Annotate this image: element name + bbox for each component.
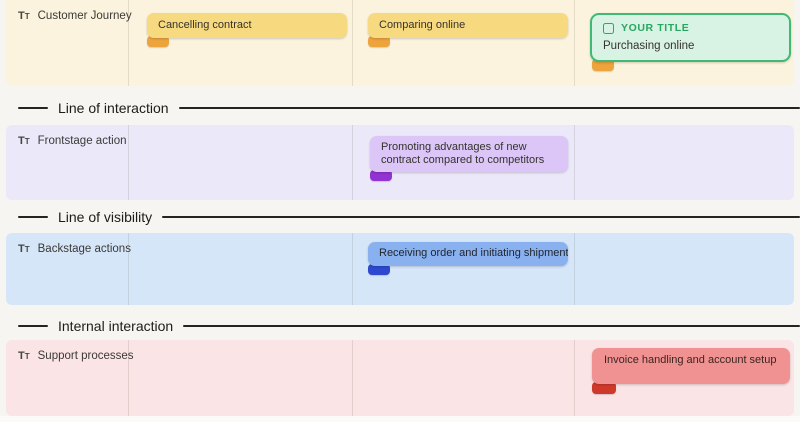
note-tab [368,264,390,275]
column-divider [574,233,575,305]
column-divider [352,0,353,86]
row-title: Backstage actions [37,243,131,255]
note-tab [592,382,616,394]
separator-line-of-interaction: Line of interaction [18,100,800,116]
sticky-note-promoting-advantages[interactable]: Promoting advantages of new contract com… [370,136,568,172]
separator-internal-interaction: Internal interaction [18,318,800,334]
note-body-text: Purchasing online [603,40,695,52]
note-tab [147,36,169,47]
separator-stub-line [18,107,48,109]
separator-label: Line of interaction [58,100,169,116]
note-title-placeholder[interactable]: YOUR TITLE [621,22,690,34]
column-divider [128,125,129,200]
column-divider [352,340,353,416]
separator-line-of-visibility: Line of visibility [18,209,800,225]
row-title: Support processes [37,350,134,362]
checkbox-icon[interactable] [603,23,614,34]
separator-label: Internal interaction [58,318,174,334]
row-title: Customer Journey [37,10,132,22]
column-divider [128,0,129,86]
separator-stub-line [18,325,48,327]
separator-label: Line of visibility [58,209,153,225]
column-divider [574,125,575,200]
row-title: Frontstage action [37,135,127,147]
separator-long-line [162,216,800,218]
sticky-note-receiving-order[interactable]: Receiving order and initiating shipment [368,242,568,266]
note-tab [368,36,390,47]
separator-long-line [178,107,800,109]
column-divider [128,340,129,416]
note-tab [592,59,614,71]
canvas-margin [0,416,800,422]
column-divider [574,0,575,86]
sticky-note-invoice-handling[interactable]: Invoice handling and account setup [592,348,790,384]
column-divider [128,233,129,305]
note-title-row: YOUR TITLE [603,22,778,35]
sticky-note-purchasing-online-selected[interactable]: YOUR TITLE Purchasing online [590,13,791,62]
sticky-note-cancelling-contract[interactable]: Cancelling contract [147,13,347,38]
column-divider [352,125,353,200]
column-divider [574,340,575,416]
column-divider [352,233,353,305]
note-tab [370,170,392,181]
separator-long-line [183,325,800,327]
separator-stub-line [18,216,48,218]
sticky-note-comparing-online[interactable]: Comparing online [368,13,568,38]
